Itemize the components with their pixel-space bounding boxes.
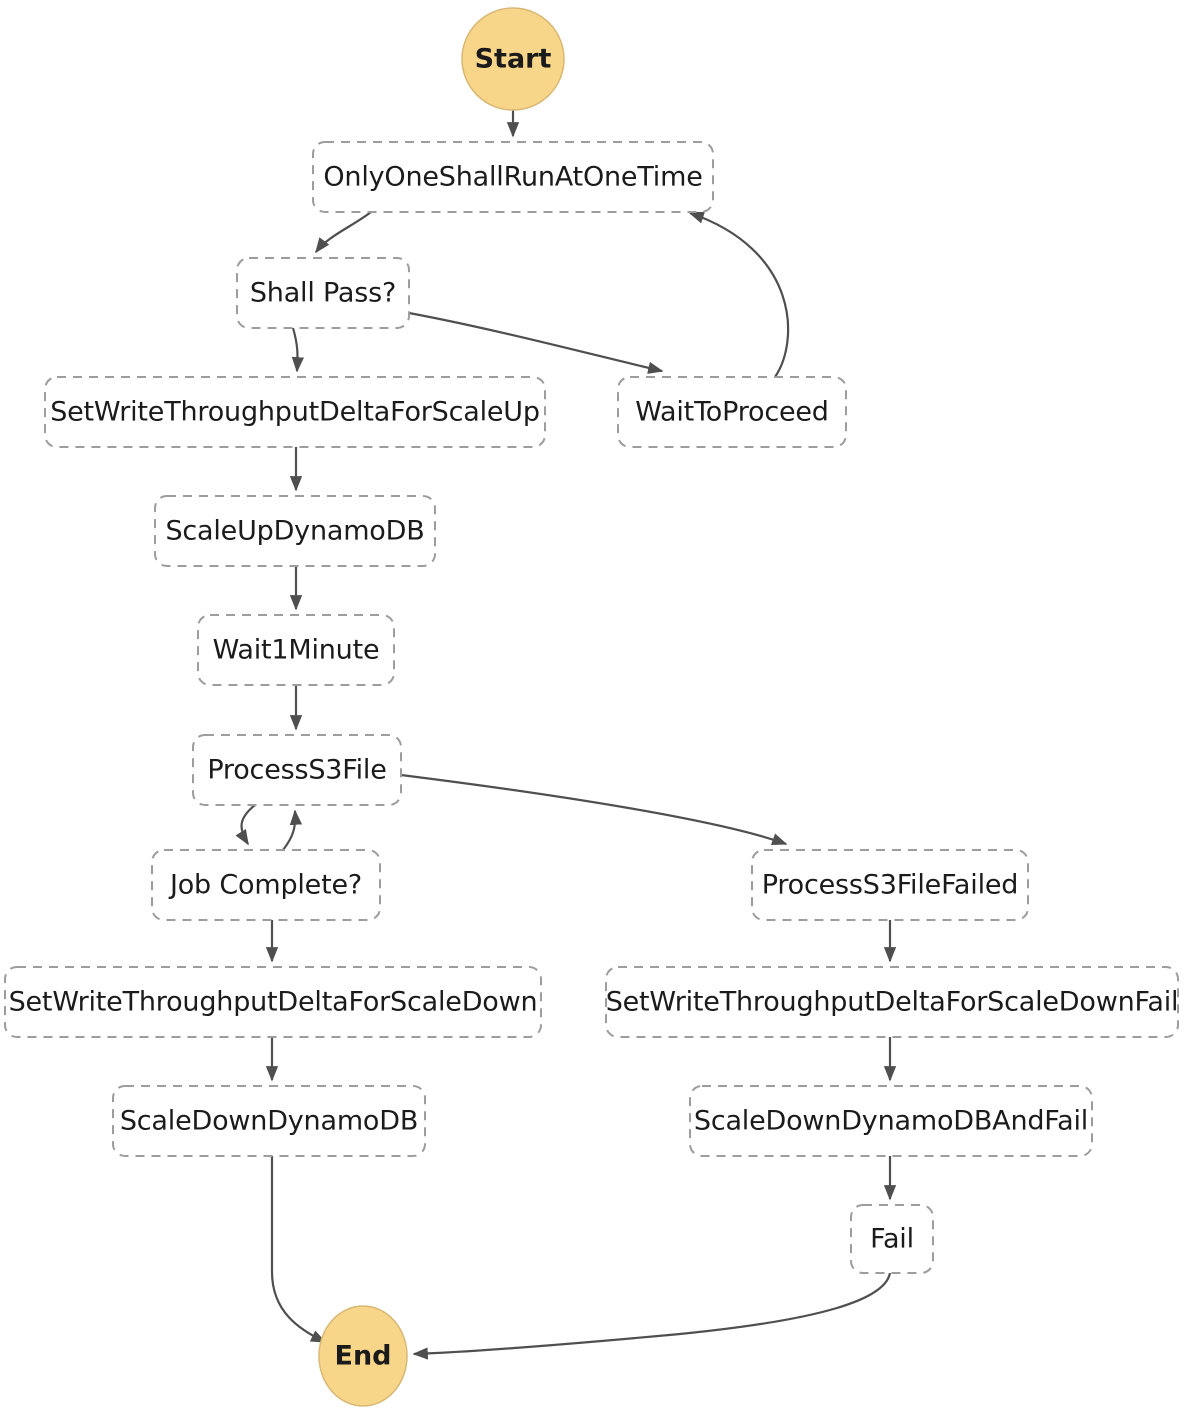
node-shallpass[interactable]: Shall Pass? — [236, 257, 410, 329]
node-start[interactable]: Start — [461, 7, 565, 111]
shallpass-box[interactable] — [236, 257, 410, 329]
scaledowndynamodb-label: ScaleDownDynamoDB — [120, 1106, 418, 1137]
node-processs3filefailed[interactable]: ProcessS3FileFailed — [751, 849, 1029, 921]
processs3filefailed-label: ProcessS3FileFailed — [762, 870, 1018, 901]
scaleupdynamodb-box[interactable] — [154, 495, 436, 567]
node-onlyoneshallrunatonetime[interactable]: OnlyOneShallRunAtOneTime — [312, 141, 714, 213]
node-fail[interactable]: Fail — [850, 1204, 934, 1274]
processs3filefailed-box[interactable] — [751, 849, 1029, 921]
shallpass-label: Shall Pass? — [250, 278, 396, 309]
end-ellipse[interactable] — [318, 1305, 408, 1407]
jobcomplete-label: Job Complete? — [168, 870, 362, 901]
onlyoneshallrunatonetime-label: OnlyOneShallRunAtOneTime — [323, 162, 702, 193]
setwritethroughputdeltaforscaledown-label: SetWriteThroughputDeltaForScaleDown — [9, 987, 538, 1018]
processs3file-box[interactable] — [192, 734, 402, 806]
waittoproceed-box[interactable] — [617, 376, 847, 448]
node-scaledowndynamodbandfail[interactable]: ScaleDownDynamoDBAndFail — [689, 1085, 1093, 1157]
setwritethroughputdeltaforscaledownfail-label: SetWriteThroughputDeltaForScaleDownFail — [606, 987, 1179, 1018]
node-wait1minute[interactable]: Wait1Minute — [197, 614, 395, 686]
node-scaleupdynamodb[interactable]: ScaleUpDynamoDB — [154, 495, 436, 567]
fail-label: Fail — [870, 1224, 914, 1255]
setwritethroughputdeltaforscaledown-box[interactable] — [4, 966, 542, 1038]
nodes-layer: Start OnlyOneShallRunAtOneTime Shall Pas… — [4, 7, 1179, 1407]
edge-scaledowndynamodb-to-end — [270, 1156, 327, 1343]
onlyoneshallrunatonetime-box[interactable] — [312, 141, 714, 213]
scaleupdynamodb-label: ScaleUpDynamoDB — [165, 516, 424, 547]
end-label: End — [335, 1341, 392, 1372]
edge-onlyoneshallrunatonetime-to-shallpass — [315, 211, 372, 254]
node-waittoproceed[interactable]: WaitToProceed — [617, 376, 847, 448]
start-circle[interactable] — [461, 7, 565, 111]
wait1minute-box[interactable] — [197, 614, 395, 686]
setwritethroughputdeltaforscaledownfail-box[interactable] — [605, 966, 1179, 1038]
node-setwritethroughputdeltaforscaledown[interactable]: SetWriteThroughputDeltaForScaleDown — [4, 966, 542, 1038]
start-label: Start — [475, 44, 552, 75]
edge-waittoproceed-to-onlyoneshallrunatonetime — [688, 211, 790, 378]
jobcomplete-box[interactable] — [151, 849, 381, 921]
setwritethroughputdeltaforscaleup-label: SetWriteThroughputDeltaForScaleUp — [50, 397, 540, 428]
node-jobcomplete[interactable]: Job Complete? — [151, 849, 381, 921]
fail-box[interactable] — [850, 1204, 934, 1274]
processs3file-label: ProcessS3File — [207, 755, 386, 786]
scaledowndynamodbandfail-label: ScaleDownDynamoDBAndFail — [694, 1106, 1088, 1137]
scaledowndynamodb-box[interactable] — [112, 1085, 426, 1157]
scaledowndynamodbandfail-box[interactable] — [689, 1085, 1093, 1157]
edges-layer — [235, 110, 897, 1360]
node-setwritethroughputdeltaforscaledownfail[interactable]: SetWriteThroughputDeltaForScaleDownFail — [605, 966, 1179, 1038]
wait1minute-label: Wait1Minute — [213, 635, 380, 666]
edge-shallpass-to-setwritethroughputdeltaforscaleup — [291, 327, 305, 373]
edge-fail-to-end — [412, 1272, 892, 1360]
node-end[interactable]: End — [318, 1305, 408, 1407]
node-processs3file[interactable]: ProcessS3File — [192, 734, 402, 806]
setwritethroughputdeltaforscaleup-box[interactable] — [44, 376, 546, 448]
waittoproceed-label: WaitToProceed — [635, 397, 828, 428]
edge-jobcomplete-to-processs3file — [282, 809, 303, 851]
edge-processs3file-to-processs3filefailed — [400, 773, 788, 846]
node-setwritethroughputdeltaforscaleup[interactable]: SetWriteThroughputDeltaForScaleUp — [44, 376, 546, 448]
node-scaledowndynamodb[interactable]: ScaleDownDynamoDB — [112, 1085, 426, 1157]
edge-processs3file-to-jobcomplete — [235, 804, 256, 846]
edge-shallpass-to-waittoproceed — [408, 311, 664, 374]
